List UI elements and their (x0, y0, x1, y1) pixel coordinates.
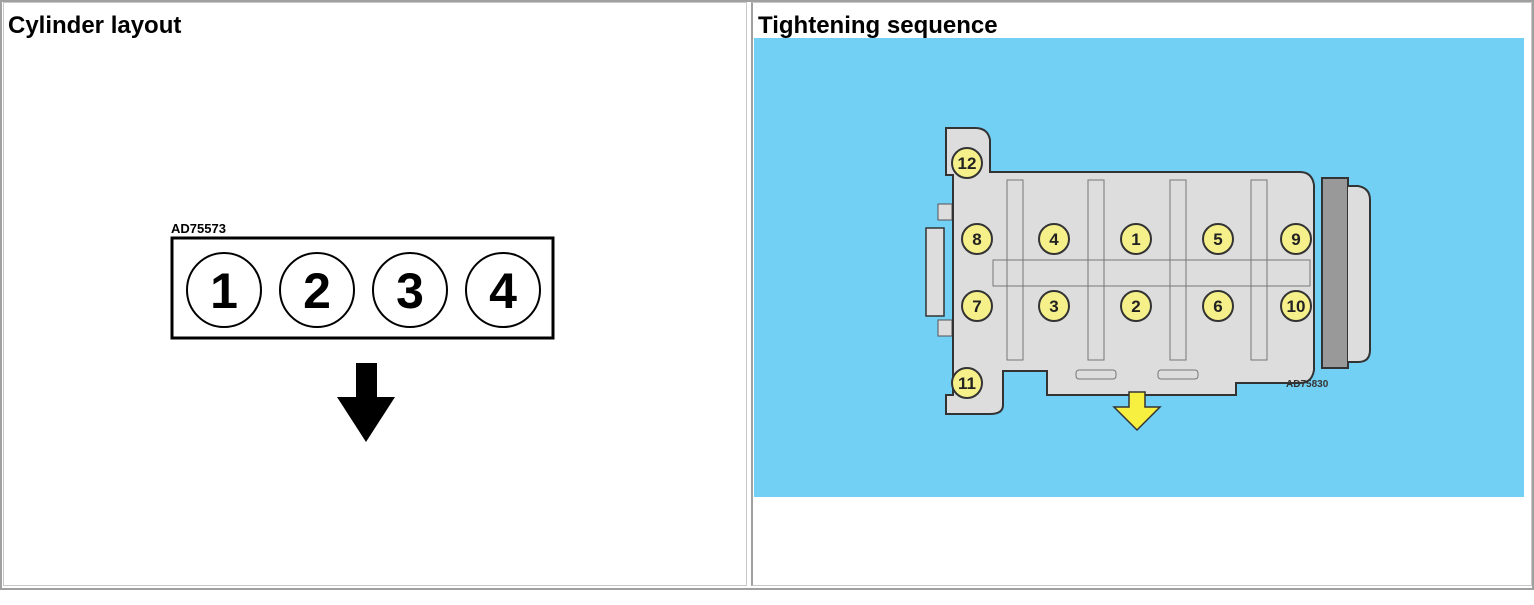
tightening-sequence-title: Tightening sequence (758, 12, 998, 39)
figure-code: AD75830 (1286, 379, 1329, 390)
front-arrow-icon (1112, 391, 1162, 432)
camshaft-pulley (1321, 177, 1349, 369)
bolt-label: 5 (1213, 230, 1222, 249)
cylinder-3: 3 (372, 252, 448, 328)
cylinder-2: 2 (279, 252, 355, 328)
svg-text:3: 3 (396, 263, 424, 319)
front-arrow-icon (337, 363, 395, 442)
svg-text:2: 2 (303, 263, 331, 319)
bolt-12: 12 (958, 154, 977, 173)
svg-text:4: 4 (489, 263, 517, 319)
tightening-sequence-cell: Tightening sequence (751, 2, 1532, 586)
bolt-label: 7 (972, 297, 981, 316)
cylinder-layout-cell: Cylinder layout (3, 2, 747, 586)
bolt-label: 8 (972, 230, 981, 249)
figure-code: AD75573 (171, 221, 226, 236)
bolt-11: 11 (958, 374, 976, 393)
cylinder-layout-figure: AD75573 1 2 3 4 (170, 221, 555, 442)
cylinder-layout-title: Cylinder layout (8, 12, 182, 39)
tightening-sequence-figure: 12 11 8 4 1 5 9 7 3 2 6 10 AD75830 (754, 38, 1524, 497)
bolt-label: 1 (1131, 230, 1140, 249)
bolt-label: 4 (1049, 230, 1059, 249)
bolt-label: 6 (1213, 297, 1222, 316)
bolt-label: 10 (1287, 297, 1306, 316)
svg-text:1: 1 (210, 263, 238, 319)
bolt-label: 9 (1291, 230, 1300, 249)
bolt-label: 2 (1131, 297, 1140, 316)
cylinder-4: 4 (465, 252, 541, 328)
bolt-label: 3 (1049, 297, 1058, 316)
cylinder-1: 1 (186, 252, 262, 328)
